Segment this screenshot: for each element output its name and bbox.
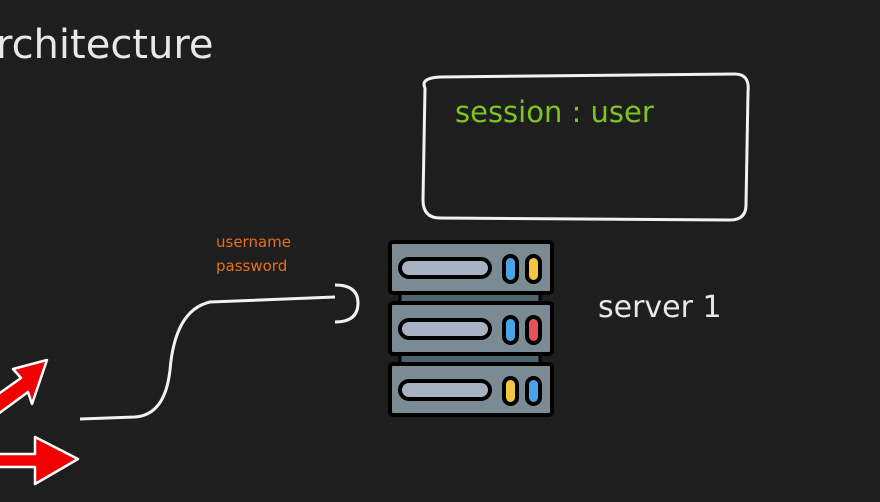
- server-unit-2: [388, 301, 554, 356]
- username-label: username: [216, 233, 291, 251]
- connector-bracket[interactable]: [334, 283, 360, 324]
- server-icon: [388, 240, 554, 417]
- session-box[interactable]: [421, 72, 750, 222]
- diagram-title: rchitecture: [0, 22, 214, 68]
- connector-line[interactable]: [79, 295, 336, 421]
- server-unit-1: [388, 240, 554, 295]
- session-text: session : user: [455, 95, 654, 129]
- arrow-diagonal-icon: [0, 358, 49, 415]
- arrow-right-icon: [0, 435, 80, 486]
- password-label: password: [216, 257, 288, 275]
- server-label: server 1: [598, 290, 722, 325]
- server-unit-3: [388, 362, 554, 417]
